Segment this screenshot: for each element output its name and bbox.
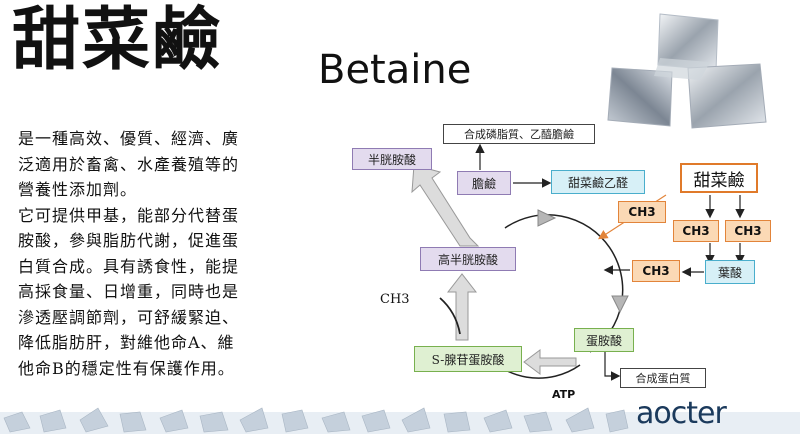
ch3-badge: CH3 [673, 220, 719, 242]
description-line: 是一種高效、優質、經濟、廣 [18, 129, 240, 148]
atp-label: ATP [552, 388, 576, 401]
title-chinese: 甜菜鹼 [12, 0, 223, 80]
description-line: 它可提供甲基，能部分代替蛋 [18, 205, 240, 225]
methionine-box: 蛋胺酸 [574, 328, 634, 352]
ice-strip-decoration [0, 407, 800, 434]
ch3-badge: CH3 [725, 220, 771, 242]
description-line: 滲透壓調節劑，可舒緩緊迫、 [18, 307, 240, 327]
ch3-badge: CH3 [632, 260, 680, 282]
betaine-box: 甜菜鹼 [680, 163, 758, 193]
description-line: 營養性添加劑。 [18, 180, 138, 199]
phospholipid-synthesis-box: 合成磷脂質、乙醯膽鹼 [443, 124, 595, 144]
choline-box: 膽鹼 [457, 171, 511, 195]
description-line: 他命B的穩定性有保護作用。 [18, 358, 235, 378]
betaine-aldehyde-box: 甜菜鹼乙醛 [551, 170, 645, 194]
ice-cube-image [607, 13, 767, 129]
title-english: Betaine [318, 47, 472, 93]
cysteine-box: 半胱胺酸 [352, 148, 432, 170]
ch3-label: CH3 [380, 292, 410, 307]
description-line: 白質合成。具有誘食性，能提 [18, 256, 240, 276]
sam-box: S-腺苷蛋胺酸 [414, 346, 522, 372]
aocter-logo: aocter [636, 396, 727, 431]
ch3-badge: CH3 [618, 201, 666, 223]
folate-box: 葉酸 [705, 260, 755, 284]
description-line: 高採食量、日增重，同時也是 [18, 282, 240, 301]
description-text: 是一種高效、優質、經濟、廣 泛適用於畜禽、水產養殖等的 營養性添加劑。 它可提供… [18, 126, 310, 381]
description-line: 降低脂肪肝，對維他命A、維 [18, 333, 235, 352]
description-line: 胺酸，參與脂肪代謝，促進蛋 [18, 231, 240, 250]
description-line: 泛適用於畜禽、水產養殖等的 [18, 154, 240, 174]
protein-synthesis-box: 合成蛋白質 [620, 368, 706, 388]
homocysteine-box: 高半胱胺酸 [420, 247, 516, 271]
